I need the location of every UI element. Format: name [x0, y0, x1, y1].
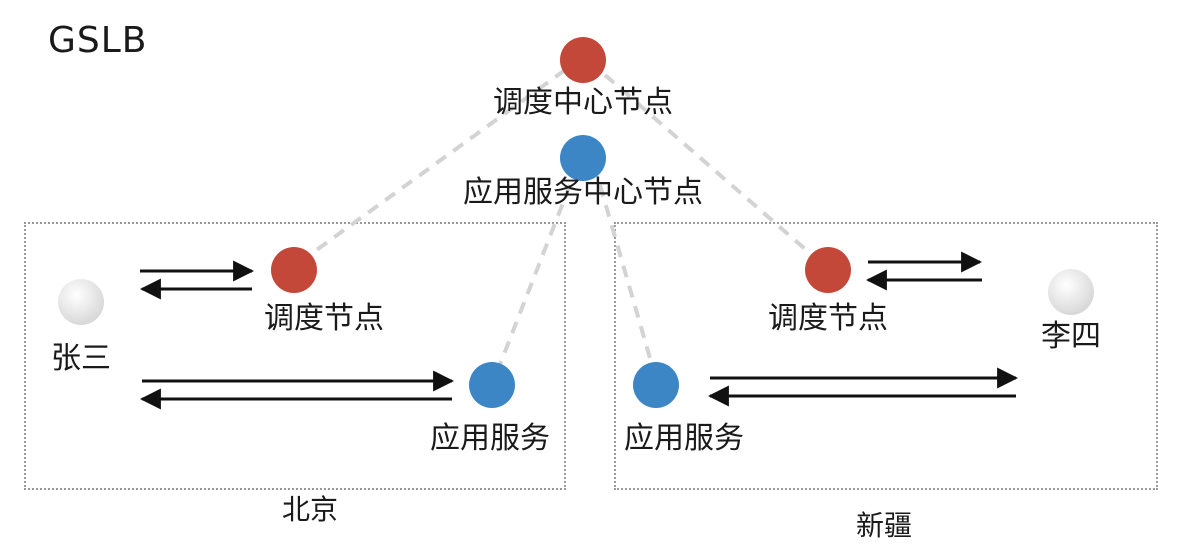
beijing-dispatch-node	[271, 247, 317, 293]
beijing-dispatch-label: 调度节点	[264, 301, 384, 336]
user-zhangsan-label: 张三	[51, 341, 111, 376]
service-center-label: 应用服务中心节点	[463, 175, 703, 210]
dispatch-center-label: 调度中心节点	[493, 85, 673, 120]
beijing-service-label: 应用服务	[430, 421, 550, 456]
region-xinjiang-box	[614, 222, 1158, 490]
user-lisi-label: 李四	[1041, 319, 1101, 354]
xinjiang-dispatch-node	[805, 247, 851, 293]
link-center-to-xinjiang-dispatch	[603, 73, 822, 264]
beijing-service-node	[469, 362, 515, 408]
region-xinjiang-label: 新疆	[855, 509, 913, 542]
user-zhangsan-node	[58, 279, 104, 325]
diagram-title: GSLB	[48, 20, 148, 61]
user-lisi-node	[1048, 269, 1094, 315]
xinjiang-service-node	[633, 362, 679, 408]
xinjiang-service-label: 应用服务	[624, 421, 744, 456]
dispatch-center-node	[560, 37, 606, 83]
link-service-center-to-beijing-service	[495, 184, 572, 373]
link-service-center-to-xinjiang-service	[598, 184, 656, 373]
service-center-node	[560, 135, 606, 181]
xinjiang-dispatch-label: 调度节点	[768, 301, 888, 336]
region-beijing-label: 北京	[281, 493, 339, 526]
region-beijing-box	[24, 222, 566, 490]
